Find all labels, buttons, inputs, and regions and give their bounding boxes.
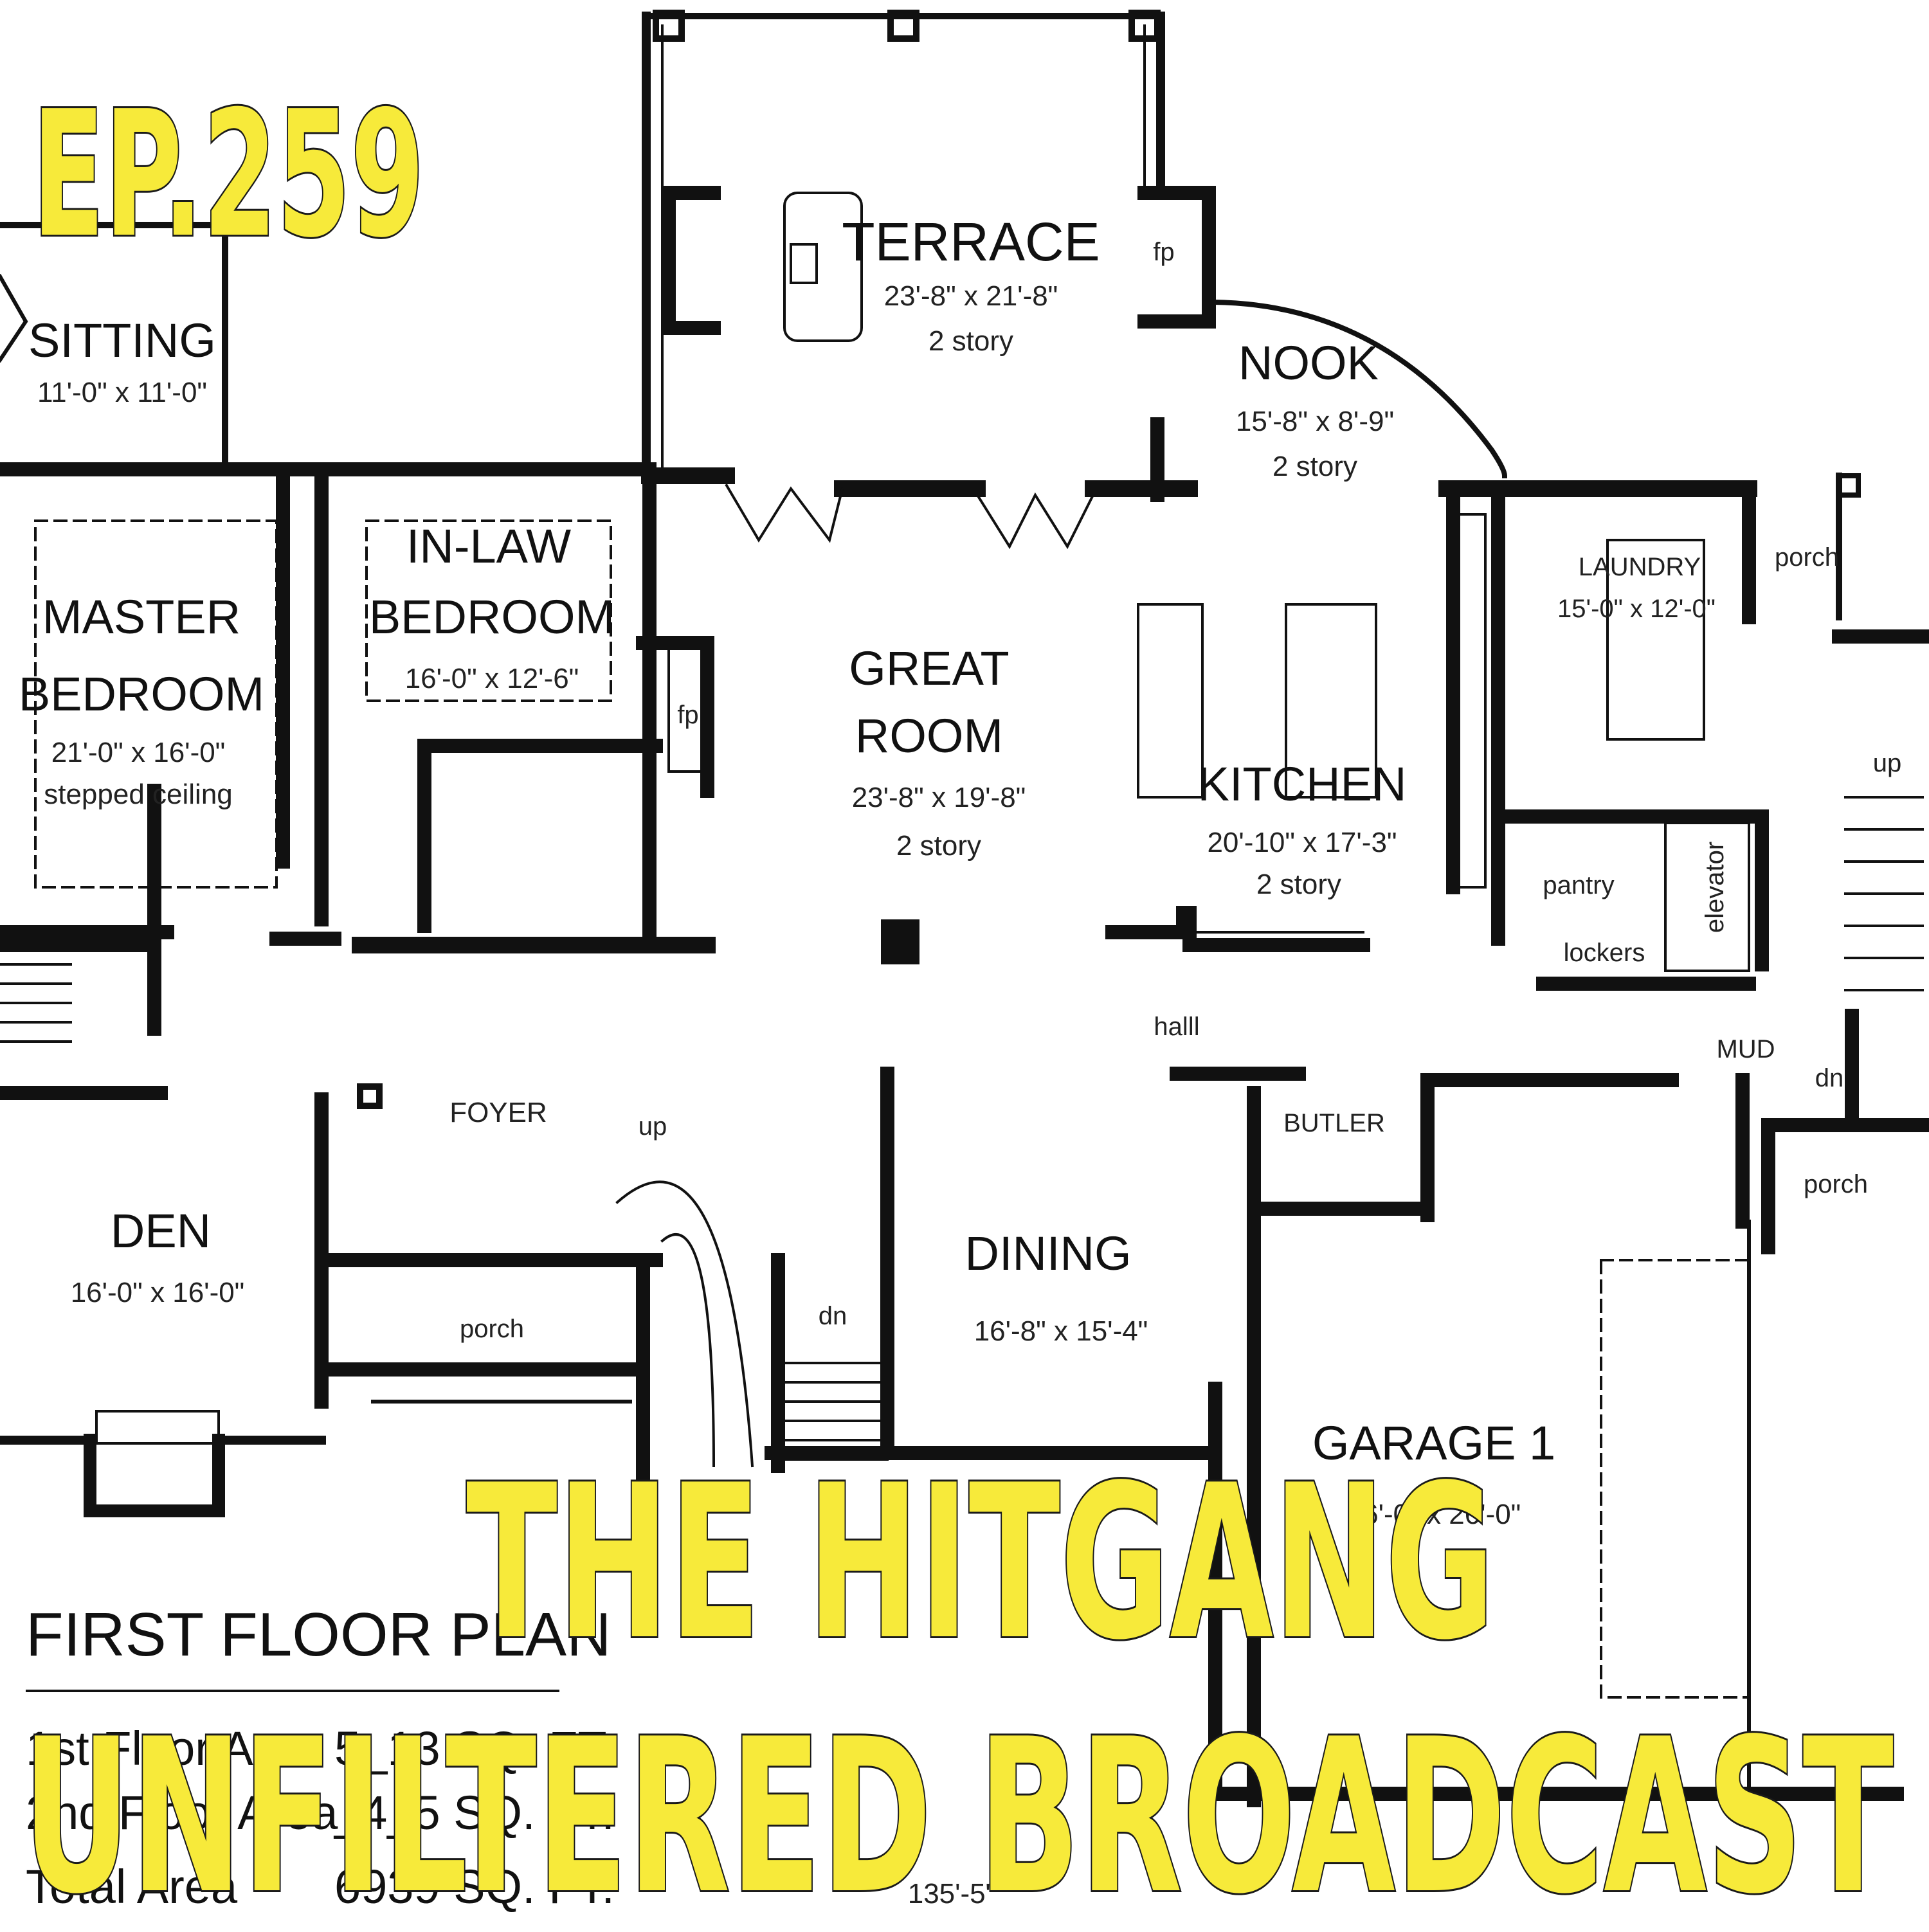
fp-label-great: fp <box>677 701 698 729</box>
dn-label-foyer: dn <box>819 1302 847 1330</box>
lockers-label: lockers <box>1564 939 1645 967</box>
foyer-name: FOYER <box>449 1097 547 1128</box>
area-row-3-value: 6939 SQ. FT. <box>334 1860 615 1913</box>
overall-dimension: 135'-5" <box>908 1878 996 1909</box>
episode-number: EP.259 <box>32 73 424 276</box>
area-row-1-value: 5_13 SQ. FT. <box>334 1722 615 1775</box>
den-dim: 16'-0" x 16'-0" <box>71 1277 245 1308</box>
master-name-2: BEDROOM <box>19 667 264 721</box>
kitchen-dim: 20'-10" x 17'-3" <box>1207 827 1397 858</box>
plan-title-block: FIRST FLOOR PLAN 1st Floor Area 5_13 SQ.… <box>26 1600 995 1913</box>
garage-dim: 26'-0" x 26'-0" <box>1347 1499 1521 1530</box>
podcast-overlay: EP.259 THE HITGANG UNFILTERED BROADCAST <box>21 71 1896 1932</box>
porch-label-front: porch <box>460 1315 524 1343</box>
porch-label-laundry: porch <box>1775 543 1839 572</box>
elevator-label: elevator <box>1701 842 1729 933</box>
inlaw-name-1: IN-LAW <box>406 519 571 573</box>
kitchen-note: 2 story <box>1256 869 1341 900</box>
master-note: stepped ceiling <box>44 779 233 810</box>
dn-label-mud: dn <box>1815 1064 1844 1092</box>
up-label-foyer: up <box>638 1112 667 1141</box>
hall-label: halll <box>1154 1013 1199 1041</box>
great-room-note: 2 story <box>896 830 981 862</box>
kitchen-name: KITCHEN <box>1198 757 1407 811</box>
fixture-labels: fp fp porch porch porch pantry lockers e… <box>460 238 1901 1343</box>
great-room-name-1: GREAT <box>849 642 1009 695</box>
area-row-2-label: 2nd Floor Area <box>26 1786 338 1839</box>
area-row-2-value: _4_5 SQ. FT. <box>333 1786 615 1839</box>
floor-plan-walls <box>0 10 1929 1807</box>
great-room-name-2: ROOM <box>855 709 1003 763</box>
terrace-dim: 23'-8" x 21'-8" <box>884 280 1058 312</box>
inlaw-dim: 16'-0" x 12'-6" <box>405 663 579 694</box>
terrace-note: 2 story <box>928 325 1013 357</box>
nook-dim: 15'-8" x 8'-9" <box>1236 406 1394 437</box>
room-labels: TERRACE 23'-8" x 21'-8" 2 story SITTING … <box>19 212 1716 1530</box>
laundry-dim: 15'-0" x 12'-0" <box>1557 595 1716 623</box>
fp-label-terrace: fp <box>1153 238 1174 266</box>
master-dim: 21'-0" x 16'-0" <box>51 737 226 768</box>
garage-name: GARAGE 1 <box>1312 1416 1555 1470</box>
butler-label: BUTLER <box>1283 1109 1385 1137</box>
mud-label: MUD <box>1716 1035 1775 1063</box>
terrace-name: TERRACE <box>842 212 1100 272</box>
show-title-line-1: THE HITGANG <box>466 1440 1495 1686</box>
sitting-name: SITTING <box>28 314 216 367</box>
pantry-label: pantry <box>1543 871 1614 899</box>
dining-dim: 16'-8" x 15'-4" <box>974 1315 1148 1347</box>
plan-title: FIRST FLOOR PLAN <box>26 1600 611 1669</box>
area-row-1-label: 1st Floor Area <box>26 1722 323 1775</box>
master-name-1: MASTER <box>42 590 240 644</box>
nook-note: 2 story <box>1272 451 1357 482</box>
laundry-name: LAUNDRY <box>1579 553 1701 581</box>
nook-name: NOOK <box>1238 336 1379 390</box>
den-name: DEN <box>111 1204 211 1258</box>
inlaw-name-2: BEDROOM <box>369 590 615 644</box>
sitting-dim: 11'-0" x 11'-0" <box>37 377 207 408</box>
porch-label-mud: porch <box>1804 1170 1868 1198</box>
area-row-3-label: Total Area <box>26 1860 238 1913</box>
dining-name: DINING <box>965 1227 1132 1280</box>
great-room-dim: 23'-8" x 19'-8" <box>852 782 1026 813</box>
show-title-line-2: UNFILTERED BROADCAST <box>23 1693 1894 1929</box>
up-label-mud: up <box>1873 749 1902 777</box>
